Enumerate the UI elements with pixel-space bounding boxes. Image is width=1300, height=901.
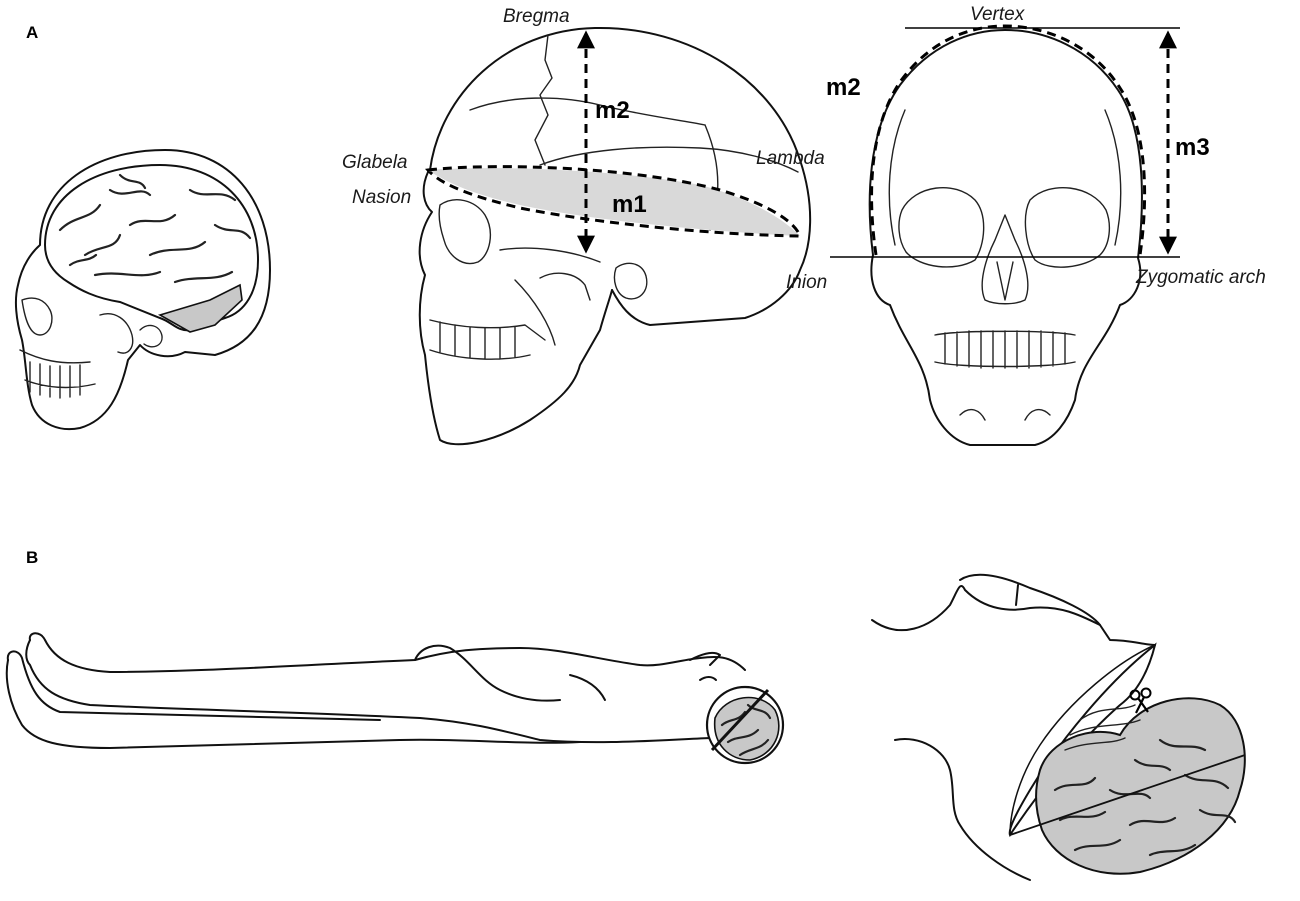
label-m3: m3 (1175, 134, 1210, 161)
opened-skull-closeup (871, 573, 1246, 881)
label-m2-lateral: m2 (595, 97, 630, 124)
label-bregma: Bregma (503, 6, 570, 27)
label-zygomatic-arch: Zygomatic arch (1135, 267, 1266, 288)
frontal-skull: Vertex Zygomatic arch m2 m3 (826, 4, 1266, 446)
label-m2-frontal: m2 (826, 74, 861, 101)
label-m1: m1 (612, 191, 647, 218)
panel-label-a: A (26, 23, 38, 42)
panel-label-b: B (26, 548, 38, 567)
m2-frontal-arc (870, 24, 1147, 256)
m1-plane (428, 168, 800, 236)
lateral-skull-with-brain (14, 149, 271, 430)
label-glabela: Glabela (342, 152, 408, 173)
lateral-skull-measured: Bregma Glabela Nasion Lambda Inion m2 m1 (342, 6, 827, 446)
label-lambda: Lambda (756, 148, 825, 169)
scissors-icon (1129, 687, 1152, 714)
label-vertex: Vertex (970, 4, 1026, 25)
supine-body (5, 632, 785, 765)
label-inion: Inion (786, 272, 827, 293)
label-nasion: Nasion (352, 187, 411, 208)
brain-exposed (1035, 697, 1246, 875)
